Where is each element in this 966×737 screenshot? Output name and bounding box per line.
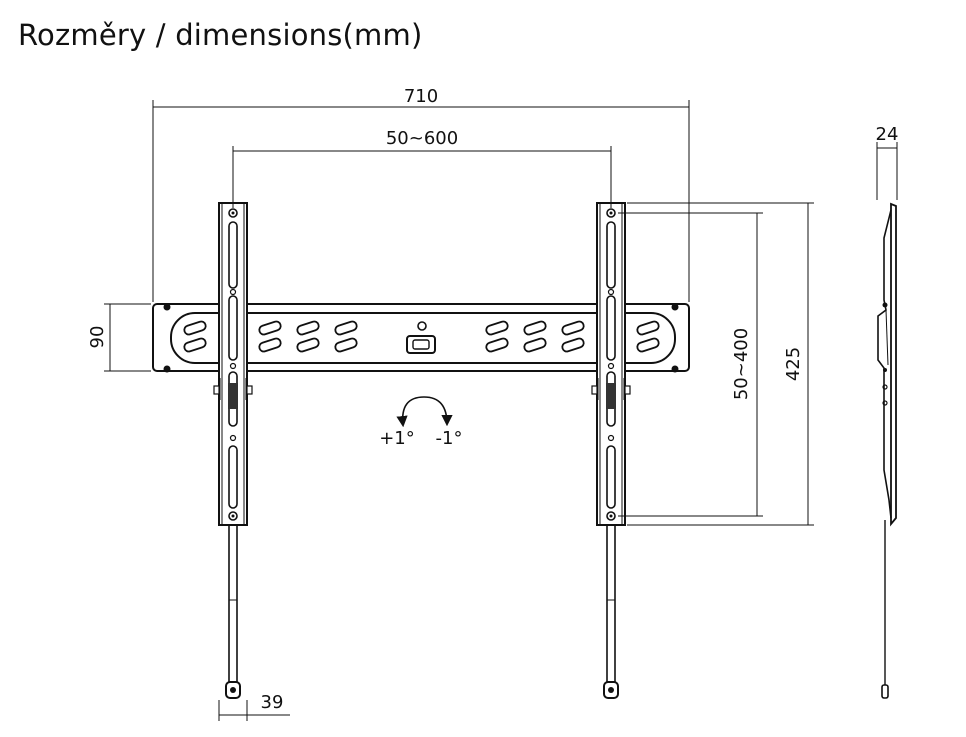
side-profile	[877, 202, 897, 699]
dim-overall-width: 710	[404, 86, 438, 107]
left-arm	[213, 202, 253, 699]
diagram-title: Rozměry / dimensions(mm)	[18, 18, 423, 52]
dimension-lines	[104, 100, 898, 721]
tilt-arrow-icon	[396, 396, 453, 428]
plate-slots	[183, 320, 660, 353]
wall-plate	[152, 303, 690, 373]
right-arm	[591, 202, 631, 699]
dim-arm-width: 39	[261, 692, 284, 713]
tilt-plus-label: +1°	[379, 428, 415, 449]
dim-plate-height: 90	[87, 326, 108, 349]
dim-hole-spacing-vertical: 50~400	[731, 328, 752, 400]
dim-overall-height: 425	[783, 347, 804, 381]
dim-hole-spacing-horizontal: 50~600	[386, 128, 458, 149]
dim-depth: 24	[876, 124, 899, 145]
tilt-minus-label: -1°	[436, 428, 463, 449]
